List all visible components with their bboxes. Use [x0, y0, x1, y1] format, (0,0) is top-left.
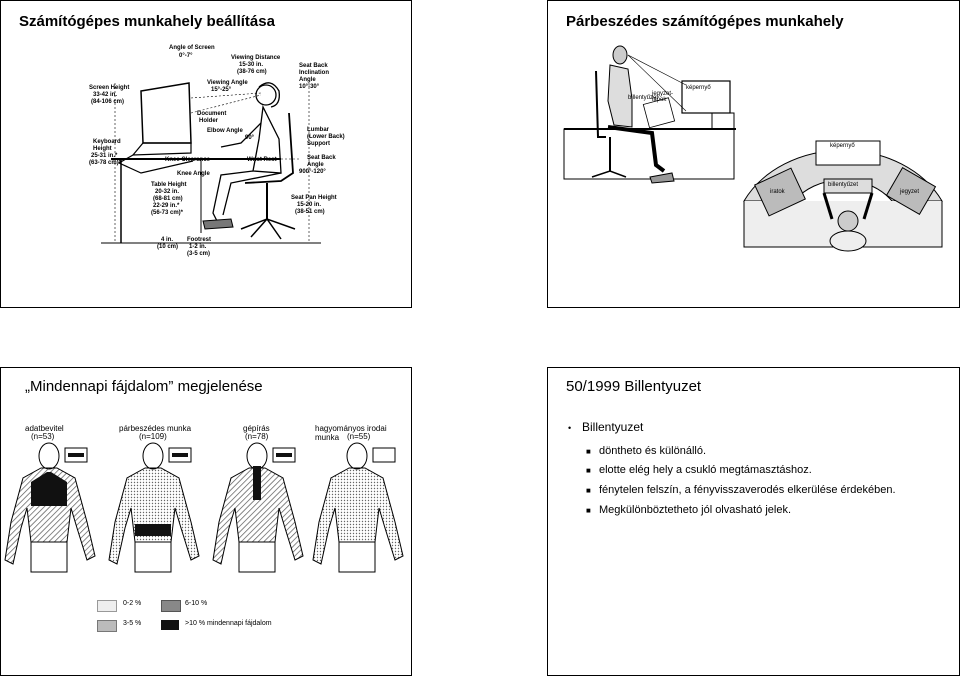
label-viewing-angle: Viewing Angle [207, 80, 248, 86]
group-name-1: adatbevitel [25, 424, 64, 433]
sub-bullet-text: elotte elég hely a csukló megtámasztásho… [599, 464, 812, 476]
workstation-ergonomics-figure [101, 82, 321, 244]
label-seat-back-angle-value: 900°-120° [299, 169, 326, 175]
label-floor-clearance: 4 in. [161, 237, 174, 243]
label-floor-clearance-cm: (10 cm) [157, 244, 179, 250]
sub-bullet-2: ■ elotte elég hely a csukló megtámasztásh… [586, 464, 812, 476]
pain-body-maps [4, 442, 404, 573]
label-seat-pan-value: 15-20 in. [297, 202, 322, 208]
label-screen-height-value: 33-42 in. [93, 92, 118, 98]
square-bullet-icon: ■ [586, 486, 591, 495]
label-keyboard-height: Keyboard [93, 139, 121, 145]
label-lumbar: Lumbar [307, 127, 330, 133]
label-footrest: Footrest [187, 237, 211, 243]
label-seat-back-inclination-2: Inclination [299, 70, 329, 76]
slide-keyboard-regulation: 50/1999 Billentyuzet • Billentyuzet ■ dönt… [547, 367, 960, 676]
bullet-marker: • [568, 423, 572, 433]
label-table-height-value-3: 22-29 in.* [153, 203, 180, 209]
slide-title: 50/1999 Billentyuzet [566, 378, 702, 395]
label-keyboard-height-value: 25-31 in.* [91, 153, 118, 159]
label-footrest-value-cm: (3-5 cm) [187, 251, 211, 257]
label-lumbar-3: Support [307, 141, 330, 147]
label-table-height: Table Height [151, 182, 187, 188]
label-angle-of-screen-value: 0°-7° [179, 53, 193, 59]
label-knee-clearance: Knee Clearance [165, 157, 211, 163]
label-table-height-value-4: (56-73 cm)* [151, 210, 184, 216]
bullet-text: Billentyuzet [582, 420, 644, 434]
square-bullet-icon: ■ [586, 506, 591, 515]
sub-bullet-text: döntheto és különálló. [599, 445, 707, 457]
label-viewing-distance-value: 15-30 in. [239, 62, 264, 68]
label-seat-back-angle: Seat Back [307, 155, 336, 161]
label-knee-angle: Knee Angle [177, 171, 210, 177]
label-document-holder: Document [197, 111, 227, 117]
label-billentyuzet-top: billentyűzet [828, 182, 859, 188]
label-viewing-angle-value: 15°-25° [211, 87, 232, 93]
sub-bullet-text: Megkülönböztetheto jól olvasható jelek. [599, 504, 792, 516]
body-figure-4 [312, 442, 404, 573]
square-bullet-icon: ■ [586, 447, 591, 456]
label-table-height-value-cm: (68-81 cm) [153, 196, 183, 202]
slide-interactive-workstation: Párbeszédes számítógépes munkahely képer… [547, 0, 960, 308]
label-seat-back-inclination-value: 10°-30° [299, 84, 320, 90]
label-document-holder-2: Holder [199, 118, 219, 124]
label-screen-height-value-cm: (84-106 cm) [91, 99, 125, 105]
legend-label-over-10: >10 % mindennapi fájdalom [185, 620, 272, 627]
slide-title: „Mindennapi fájdalom” megjelenése [25, 378, 263, 395]
label-viewing-distance-value-cm: (38-76 cm) [237, 69, 267, 75]
label-jegyzet: jegyzet [900, 189, 920, 195]
label-lumbar-2: (Lower Back) [307, 134, 345, 140]
label-keyboard-height-2: Height [93, 146, 112, 152]
bullet-item: • Billentyuzet [568, 420, 643, 434]
label-table-height-value: 20-32 in. [155, 189, 180, 195]
square-bullet-icon: ■ [586, 466, 591, 475]
label-angle-of-screen: Angle of Screen [169, 45, 215, 51]
sub-bullet-4: ■ Megkülönböztetheto jól olvasható jelek. [586, 504, 791, 516]
body-figure-2 [108, 442, 200, 573]
group-n-2: (n=109) [139, 432, 167, 441]
label-seat-pan-value-cm: (38-51 cm) [295, 209, 325, 215]
label-keyboard-height-value-cm: (63-78 cm)* [89, 160, 122, 166]
legend-swatch-3-5 [97, 620, 117, 632]
sub-bullet-text: fénytelen felszín, a fényvisszaverodés e… [599, 484, 896, 496]
label-kepernyo-side: képernyő [686, 85, 711, 91]
body-figure-1 [4, 442, 96, 573]
label-seat-pan-height: Seat Pan Height [291, 195, 337, 201]
label-seat-back-angle-2: Angle [307, 162, 324, 168]
label-kepernyo-top: képernyő [830, 143, 855, 149]
legend-swatch-6-10 [161, 600, 181, 612]
body-figure-3 [212, 442, 304, 573]
label-footrest-value: 1-2 in. [189, 244, 207, 250]
slide-workstation-setup: Számítógépes munkahely beállítása Angle … [0, 0, 412, 308]
label-elbow-angle-value: 90° [245, 135, 255, 141]
group-n-1: (n=53) [31, 432, 55, 441]
label-seat-back-inclination: Seat Back [299, 63, 328, 69]
slide-title: Számítógépes munkahely beállítása [19, 13, 275, 30]
group-n-3: (n=78) [245, 432, 269, 441]
legend-label-3-5: 3-5 % [123, 620, 142, 627]
slide-daily-pain: „Mindennapi fájdalom” megjelenése adatbe… [0, 367, 412, 676]
group-name-2: párbeszédes munka [119, 424, 192, 433]
label-iratok: iratok [770, 189, 785, 195]
group-name-4: hagyományos irodai munka [315, 424, 387, 442]
slide-title: Párbeszédes számítógépes munkahely [566, 13, 844, 30]
legend-swatch-0-2 [97, 600, 117, 612]
sub-bullet-1: ■ döntheto és különálló. [586, 445, 706, 457]
label-viewing-distance: Viewing Distance [231, 55, 281, 61]
sub-bullet-3: ■ fénytelen felszín, a fényvisszaverodés … [586, 484, 896, 496]
legend-label-0-2: 0-2 % [123, 600, 142, 607]
label-jegyzetlapok: jegyzet-lapok [652, 91, 674, 103]
label-billentyuzet-side: billentyűzet [628, 95, 659, 101]
interactive-workstation-figure [563, 45, 943, 252]
label-wrist-rest: Wrist Rest [247, 157, 277, 163]
label-screen-height: Screen Height [89, 85, 130, 91]
label-seat-back-inclination-3: Angle [299, 77, 316, 83]
legend-label-6-10: 6-10 % [185, 600, 208, 607]
label-elbow-angle: Elbow Angle [207, 128, 243, 134]
group-n-4: (n=55) [347, 432, 371, 441]
legend-swatch-over-10 [161, 620, 179, 630]
group-name-3: gépírás [243, 424, 270, 433]
